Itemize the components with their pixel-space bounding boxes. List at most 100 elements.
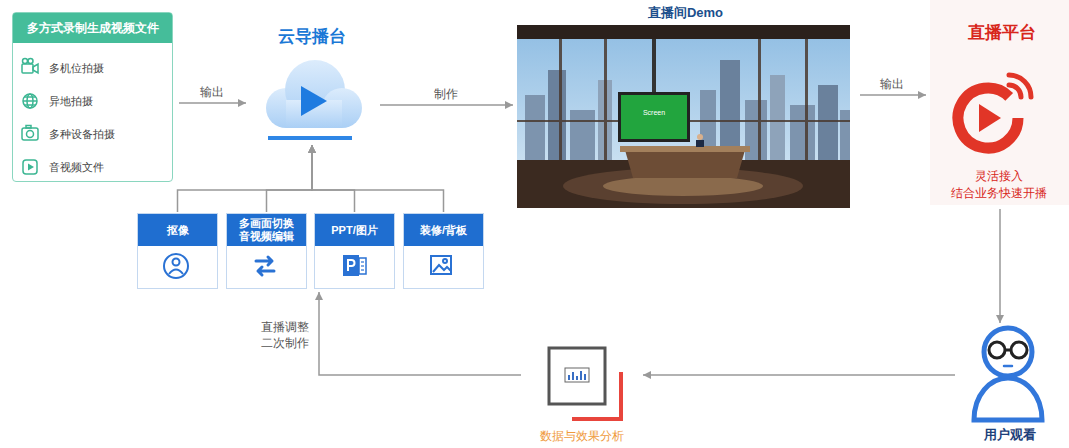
tool-box: 装修/背板 — [403, 213, 484, 289]
studio-illustration — [517, 25, 850, 208]
media-file-icon-part — [23, 160, 37, 174]
node-title: 音视频文件 — [49, 160, 104, 174]
globe-icon-part — [23, 94, 37, 108]
node-title: 云导播台 — [250, 26, 374, 48]
city-skyline-part — [790, 105, 815, 165]
source-icons — [22, 59, 38, 175]
green-screen — [618, 39, 690, 142]
anchor-desk-part — [697, 134, 703, 140]
window-frames-part — [758, 39, 761, 163]
connector-arrow — [178, 145, 313, 212]
user-icon-part — [1004, 365, 1012, 368]
node-title: 直播间Demo — [517, 5, 854, 21]
globe-icon — [23, 94, 37, 108]
city-skyline-part — [525, 95, 545, 165]
user-node: 用户观看 — [958, 325, 1062, 447]
node-title: 多方式录制生成视频文件 — [13, 13, 172, 43]
user-icon-part — [1005, 349, 1011, 352]
tool-icons — [164, 254, 451, 278]
anchor-desk-part — [625, 150, 745, 178]
node-title: 用户观看 — [958, 427, 1062, 443]
analysis-icon-part-part — [568, 375, 570, 380]
connector-arrow — [179, 102, 246, 104]
tool-box: PPT/图片 — [314, 213, 395, 289]
analysis-icon-part-part — [576, 376, 578, 380]
image-icon-part — [431, 256, 451, 274]
connector-arrow — [312, 145, 444, 212]
user-icon-part — [974, 378, 1042, 420]
edge-label: 输出 — [198, 84, 226, 100]
connector-arrow — [643, 374, 955, 376]
ppt-icon-part — [361, 261, 364, 262]
source-item: 音视频文件 — [49, 156, 165, 180]
node-title: 抠像 — [138, 214, 217, 246]
ceiling — [517, 25, 850, 39]
node-title: PPT/图片 — [315, 214, 394, 246]
live-platform: 直播平台灵活接入 结合业务快速开播 — [930, 0, 1069, 205]
analysis-icon — [549, 348, 621, 419]
analysis-icon-part — [569, 371, 585, 380]
analysis-icon-part — [565, 368, 589, 382]
globe-icon-part — [25, 104, 36, 106]
cloud-icon-part — [268, 136, 352, 140]
edge-label: 输出 — [878, 76, 906, 92]
user-icon-part — [989, 342, 1005, 358]
video-camera-icon — [22, 59, 38, 74]
analysis-icon-part-part — [580, 371, 582, 380]
analysis-icon-part — [549, 348, 605, 404]
cloud-icon — [266, 60, 362, 140]
globe-icon-part — [23, 100, 37, 102]
user-icon-part — [1011, 342, 1027, 358]
source-item: 多机位拍摄 — [49, 57, 165, 81]
analysis-icon-part-part — [572, 372, 574, 380]
connector-arrow — [267, 145, 313, 212]
connector-arrow — [380, 104, 513, 106]
green-screen-part — [618, 92, 690, 142]
ppt-icon-part — [348, 260, 355, 271]
ppt-icon-part — [361, 269, 364, 270]
analysis-icon-part-part — [584, 374, 586, 380]
city-skyline-part — [745, 100, 767, 165]
matting-icon-part — [164, 254, 188, 278]
anchor-desk-part — [620, 146, 750, 152]
image-icon — [431, 256, 451, 274]
connector-arrow — [319, 292, 521, 375]
camera-icon — [22, 126, 38, 141]
platform-logo-part — [1009, 85, 1021, 97]
platform-logo-part — [958, 88, 1018, 148]
city-skyline-part — [548, 70, 566, 165]
window-frames-part — [805, 39, 808, 163]
node-title: 多画面切换 音视频编辑 — [227, 214, 306, 246]
connector-arrow — [312, 145, 355, 212]
user-icon-part — [984, 328, 1032, 376]
node-body: 灵活接入 结合业务快速开播 — [949, 168, 1049, 202]
city-skyline-part — [840, 110, 850, 165]
connector-arrow — [999, 209, 1001, 323]
ppt-icon-part — [359, 258, 366, 274]
node-title: 异地拍摄 — [49, 94, 93, 108]
image-icon-part — [443, 259, 447, 263]
media-file-icon — [23, 160, 37, 174]
node-title: 多机位拍摄 — [49, 61, 104, 75]
source-item: 多种设备拍摄 — [49, 123, 165, 147]
city-skyline-part — [570, 110, 595, 165]
studio-illustration-part — [517, 25, 850, 208]
video-camera-icon-part — [22, 64, 33, 73]
image-icon-part — [433, 265, 451, 272]
video-camera-icon-part — [33, 64, 38, 73]
video-camera-icon-part — [28, 59, 33, 64]
city-skyline — [525, 60, 850, 165]
edge-label: 制作 — [432, 86, 460, 102]
platform-logo-part — [1009, 75, 1031, 97]
studio-floor-part — [603, 176, 763, 196]
node-title: 直播平台 — [930, 22, 1069, 44]
window-frames-part — [559, 39, 562, 163]
ppt-icon — [343, 255, 366, 276]
node-title: 数据与效果分析 — [525, 428, 639, 444]
matting-icon-part — [173, 259, 180, 266]
platform-logo-part — [979, 104, 1001, 132]
screen-label: Screen — [643, 109, 665, 117]
camera-icon-part — [22, 128, 38, 140]
user-icon — [974, 328, 1042, 420]
